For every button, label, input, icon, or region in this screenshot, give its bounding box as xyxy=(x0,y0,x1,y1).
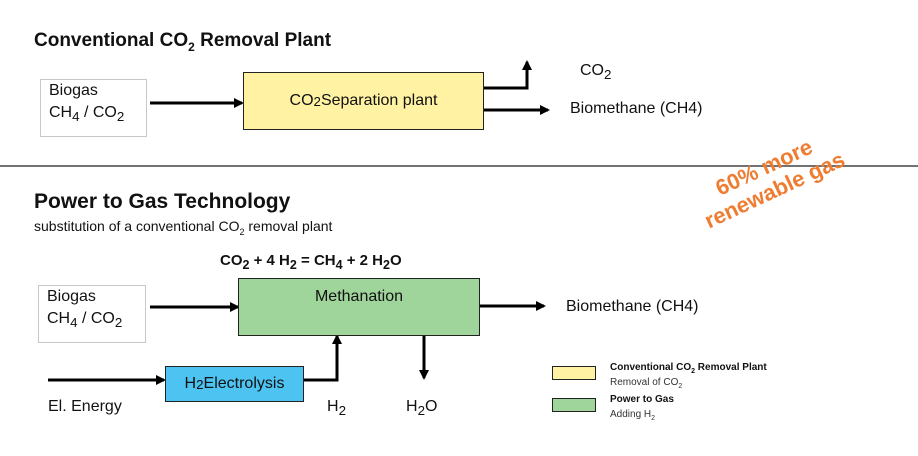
biogas-label: Biogas xyxy=(49,82,98,99)
legend-swatch-conventional xyxy=(552,366,596,380)
bottom-title: Power to Gas Technology xyxy=(34,190,291,213)
biogas-input-box-bottom: Biogas CH4 / CO2 xyxy=(38,285,146,343)
methanation-block: Methanation xyxy=(238,278,480,336)
electric-energy-label: El. Energy xyxy=(48,398,122,415)
biogas-composition: CH4 / CO2 xyxy=(49,104,125,125)
biogas-label: Biogas xyxy=(47,288,96,305)
biomethane-output-label-top: Biomethane (CH4) xyxy=(570,100,703,117)
biogas-composition: CH4 / CO2 xyxy=(47,310,123,331)
legend-title-conventional: Conventional CO2 Removal Plant xyxy=(610,362,767,375)
bottom-subtitle: substitution of a conventional CO2 remov… xyxy=(34,218,333,237)
arrow-h2-to-methanation xyxy=(304,334,342,382)
co2-output-label: CO2 xyxy=(580,62,612,83)
methanation-equation: CO2 + 4 H2 = CH4 + 2 H2O xyxy=(220,252,402,272)
legend-title-power-to-gas: Power to Gas xyxy=(610,394,674,405)
top-title: Conventional CO2 Removal Plant xyxy=(34,30,332,54)
biomethane-output-label-bottom: Biomethane (CH4) xyxy=(566,298,699,315)
arrow-co2-out xyxy=(484,60,532,90)
legend-swatch-power-to-gas xyxy=(552,398,596,412)
legend-sub-power-to-gas: Adding H2 xyxy=(610,409,656,422)
h2-label: H2 xyxy=(327,398,346,419)
biogas-input-box-top: Biogas CH4 / CO2 xyxy=(40,79,147,137)
legend-sub-conventional: Removal of CO2 xyxy=(610,377,683,390)
h2o-label: H2O xyxy=(406,398,438,419)
